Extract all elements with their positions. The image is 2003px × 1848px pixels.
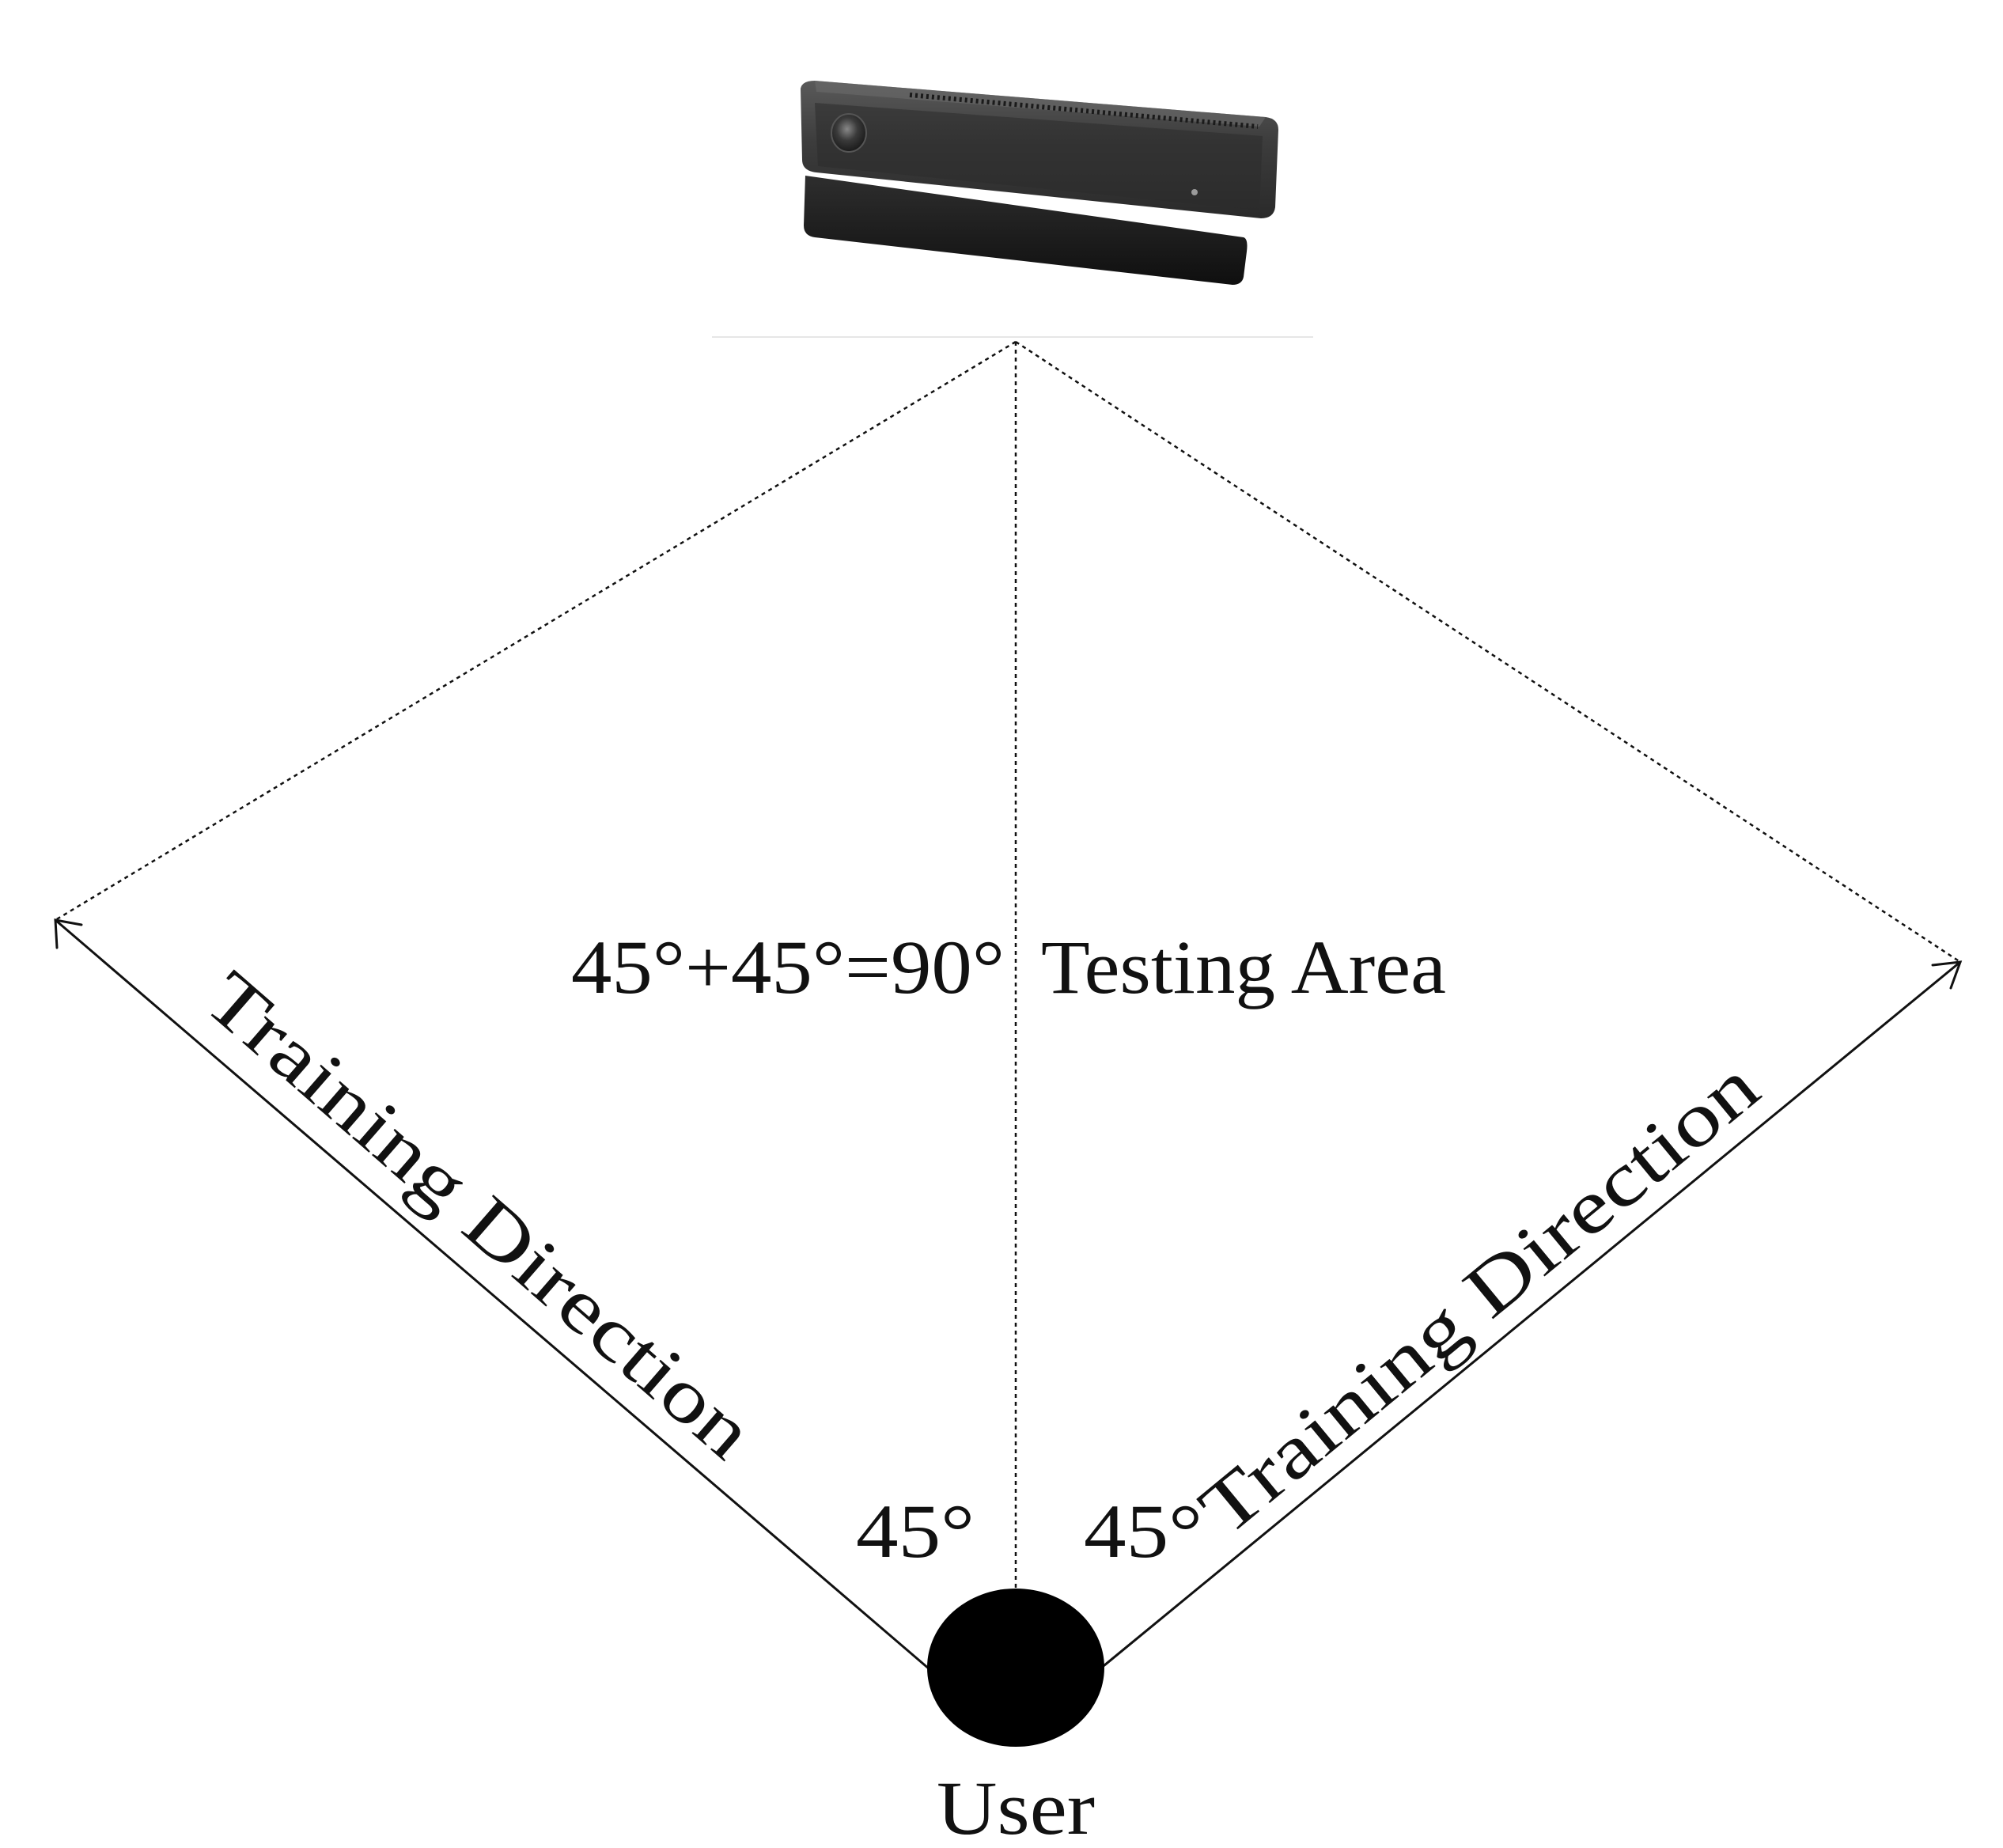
testing-area-label: Testing Area [1041,925,1446,1009]
user-label: User [937,1766,1095,1848]
arrowhead-left [54,918,83,949]
sensor-field-lines [55,340,1961,1590]
arrowhead-right [1931,960,1963,990]
training-direction-label-left: Training Direction [189,954,770,1475]
angle-left-label: 45° [856,1489,975,1573]
training-arrow-left [54,918,931,1671]
field-line-left [55,340,1017,922]
user-circle-icon [927,1589,1104,1747]
training-direction-arrows [54,918,1963,1671]
sensor-icon [801,81,1278,285]
training-direction-label-right: Training Direction [1183,1043,1774,1551]
training-arrow-right [1098,960,1962,1671]
angle-sum-label: 45°+45°=90° [571,925,1005,1009]
field-line-right [1015,340,1961,964]
angle-right-label: 45° [1084,1489,1202,1573]
